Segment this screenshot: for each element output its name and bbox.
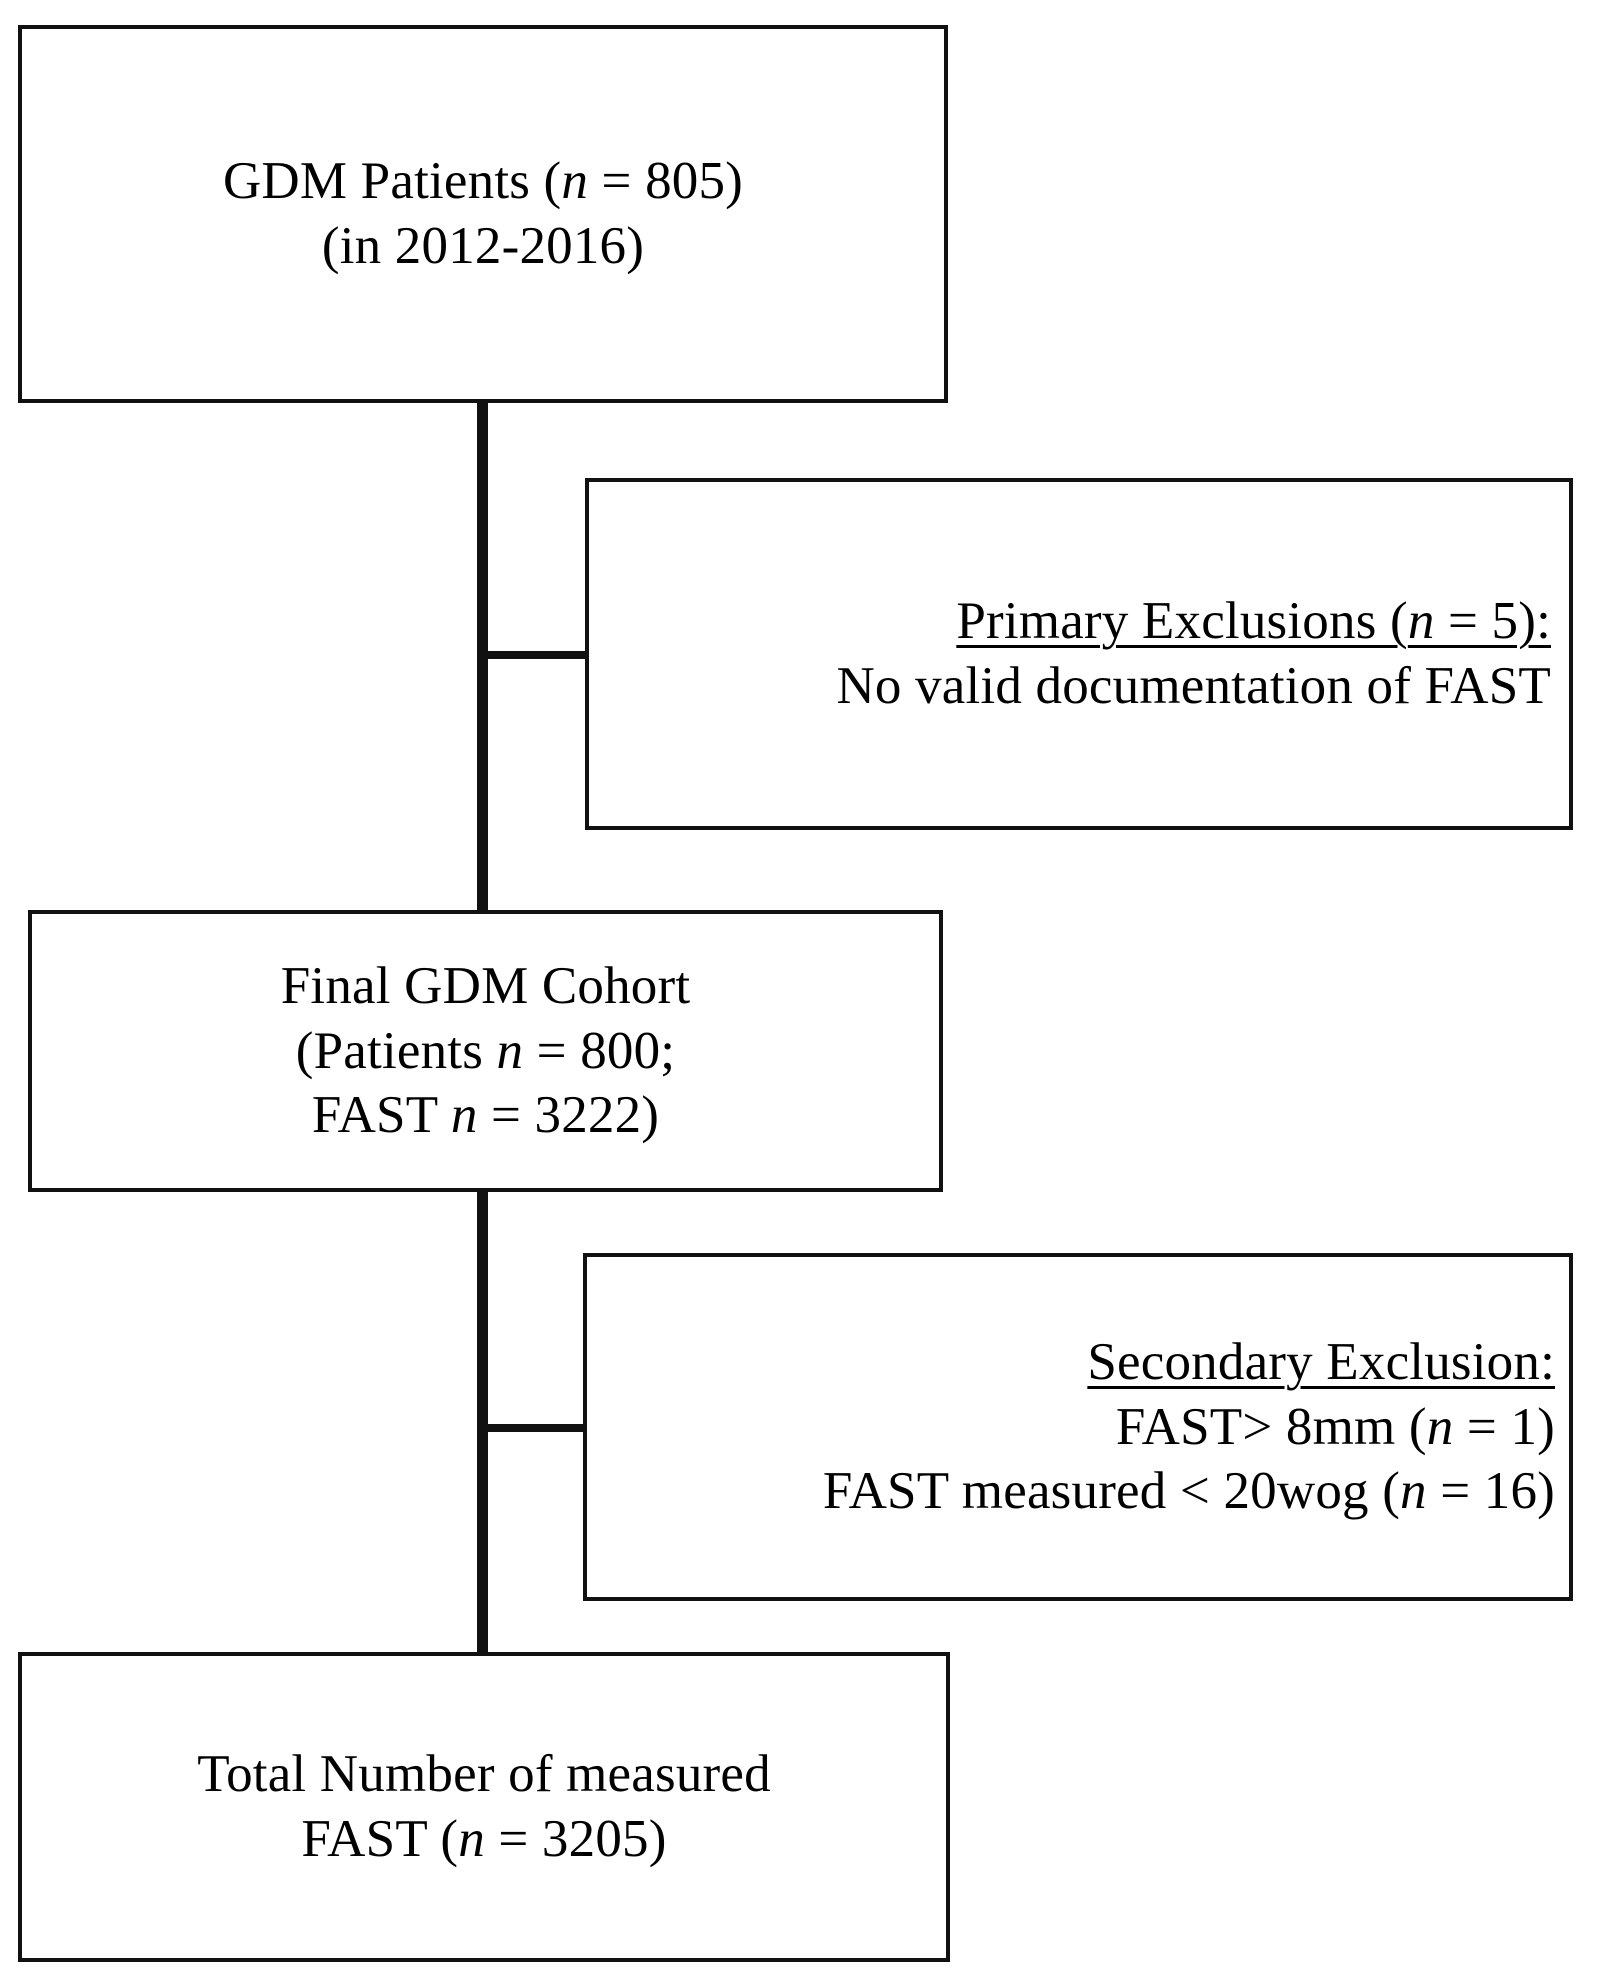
node-text-segment: FAST> 8mm (	[1115, 1397, 1427, 1456]
node-line-total-fast-2: FAST (n = 3205)	[301, 1807, 666, 1872]
italic-n-symbol: n	[496, 1021, 524, 1080]
node-text-segment: Primary Exclusions (	[956, 592, 1408, 651]
italic-n-symbol: n	[1400, 1462, 1427, 1521]
connector-stub-secondary-exclusion	[477, 1424, 589, 1432]
node-line-secondary-exclusion-heading: Secondary Exclusion:	[1087, 1333, 1555, 1392]
node-line-secondary-exclusion-detail-2: FAST measured < 20wog (n = 16)	[823, 1459, 1555, 1524]
node-text-segment: = 5):	[1434, 592, 1551, 651]
node-text-segment: FAST	[311, 1086, 451, 1145]
connector-stub-primary-exclusions	[477, 651, 589, 659]
node-text-segment: FAST (	[301, 1810, 459, 1868]
node-text-segment: = 800;	[523, 1021, 676, 1080]
node-line-secondary-exclusion-detail-1: FAST> 8mm (n = 1)	[1116, 1395, 1555, 1460]
italic-n-symbol: n	[450, 1086, 478, 1145]
node-line-gdm-patients-2: (in 2012-2016)	[321, 217, 645, 275]
italic-n-symbol: n	[458, 1810, 485, 1868]
flow-node-total-measured-fast: Total Number of measured FAST (n = 3205)	[18, 1652, 950, 1962]
node-line-final-cohort-1: Final GDM Cohort	[280, 957, 691, 1016]
node-line-final-cohort-3: FAST n = 3222)	[312, 1083, 659, 1148]
node-text-segment: FAST measured < 20wog (	[822, 1462, 1401, 1521]
node-text-segment: GDM Patients (	[222, 152, 562, 211]
node-text-segment: = 1)	[1453, 1397, 1555, 1456]
flow-node-final-gdm-cohort: Final GDM Cohort (Patients n = 800; FAST…	[28, 910, 943, 1192]
italic-n-symbol: n	[1426, 1397, 1454, 1456]
node-line-primary-exclusions-detail: No valid documentation of FAST	[836, 657, 1551, 715]
node-line-primary-exclusions-heading: Primary Exclusions (n = 5):	[956, 589, 1551, 654]
node-text-segment: = 805)	[588, 152, 744, 211]
node-text-segment: = 3222)	[477, 1086, 660, 1145]
flow-node-secondary-exclusion: Secondary Exclusion: FAST> 8mm (n = 1) F…	[583, 1253, 1573, 1601]
flow-node-gdm-patients: GDM Patients (n = 805) (in 2012-2016)	[18, 25, 948, 403]
node-line-total-fast-1: Total Number of measured	[197, 1745, 771, 1804]
flow-node-primary-exclusions: Primary Exclusions (n = 5): No valid doc…	[585, 478, 1573, 830]
italic-n-symbol: n	[1407, 592, 1435, 651]
node-line-final-cohort-2: (Patients n = 800;	[296, 1019, 675, 1084]
node-text-segment: = 16)	[1426, 1462, 1555, 1521]
italic-n-symbol: n	[561, 152, 589, 211]
node-line-gdm-patients-1: GDM Patients (n = 805)	[223, 149, 743, 214]
node-text-segment: (Patients	[295, 1021, 497, 1080]
node-text-segment: = 3205)	[484, 1810, 667, 1868]
